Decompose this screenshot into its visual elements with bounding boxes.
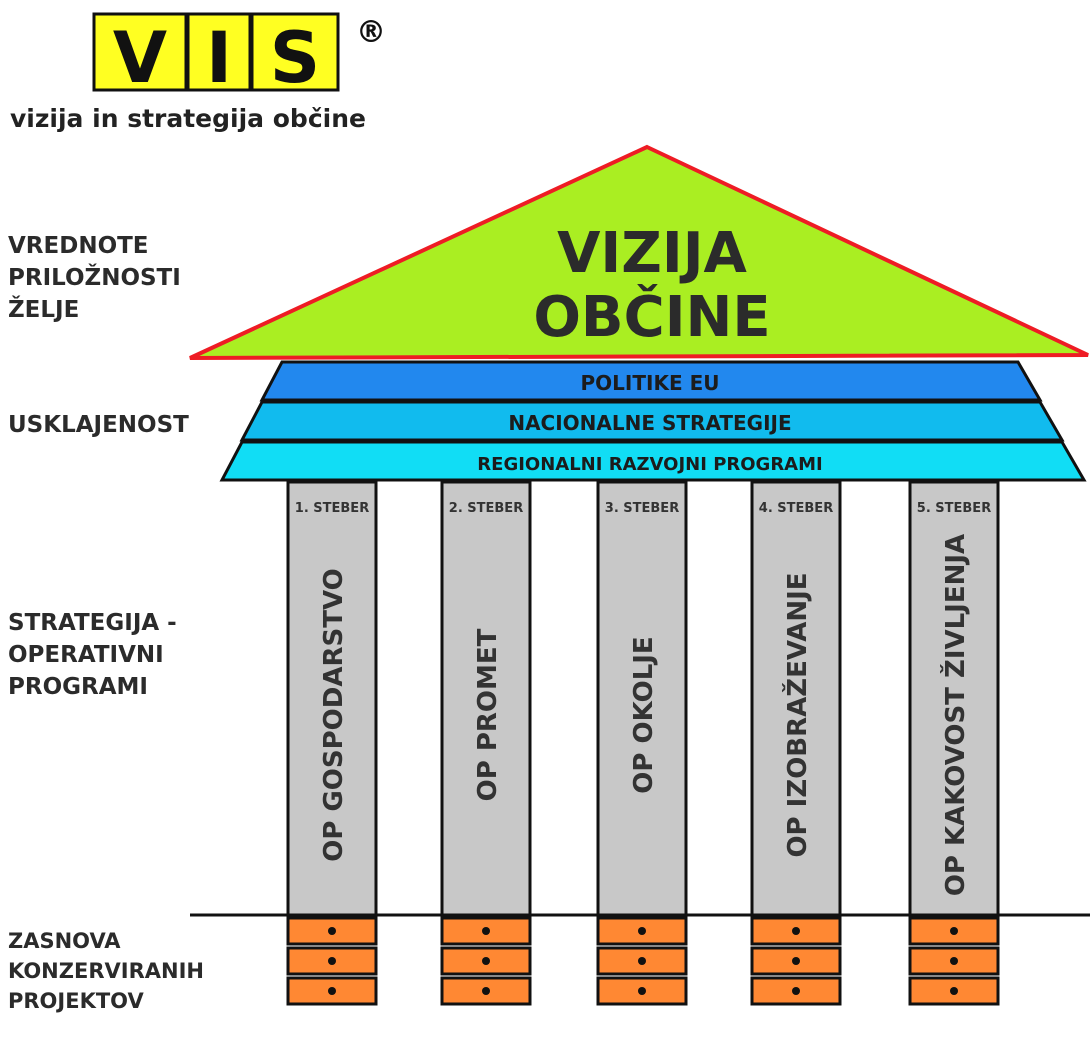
label-strategy-line: STRATEGIJA - xyxy=(8,610,177,636)
registered-mark: ® xyxy=(356,15,386,50)
logo-box-v xyxy=(92,12,188,92)
pillar-number: 4. STEBER xyxy=(759,501,833,516)
logo-letter-s: S xyxy=(270,17,320,99)
alignment-bands: POLITIKE EU NACIONALNE STRATEGIJE REGION… xyxy=(219,360,1087,482)
pillar-body xyxy=(286,480,378,917)
pillar-program-text: OP OKOLJE xyxy=(629,636,659,793)
band-eu-policies-text: POLITIKE EU xyxy=(581,371,720,395)
label-values-line: PRILOŽNOSTI xyxy=(8,263,181,291)
label-foundation-line: PROJEKTOV xyxy=(8,989,144,1013)
pillar-5: 5. STEBER OP KAKOVOST ŽIVLJENJA xyxy=(908,480,1000,917)
foundation-block-dot xyxy=(638,987,646,995)
foundation-block-dot xyxy=(482,927,490,935)
logo-box-i xyxy=(186,12,252,92)
foundation-block-dot xyxy=(328,987,336,995)
label-strategy-line: PROGRAMI xyxy=(8,674,148,700)
label-values-line: VREDNOTE xyxy=(8,233,149,259)
foundation-block-dot xyxy=(792,957,800,965)
band-national-strategies-text: NACIONALNE STRATEGIJE xyxy=(508,411,791,435)
pillar-3: 3. STEBER OP OKOLJE xyxy=(596,480,688,917)
logo-letter-i: I xyxy=(206,17,232,99)
foundation-block-dot xyxy=(950,927,958,935)
label-strategy: STRATEGIJA - OPERATIVNI PROGRAMI xyxy=(8,610,177,700)
pillar-program-text: OP GOSPODARSTVO xyxy=(319,568,349,862)
roof-title-line: VIZIJA xyxy=(557,221,747,286)
foundation-block-dot xyxy=(328,957,336,965)
pillar-number: 5. STEBER xyxy=(917,501,991,516)
pillar-program-text: OP IZOBRAŽEVANJE xyxy=(781,572,813,857)
label-foundation-line: ZASNOVA xyxy=(8,929,121,953)
foundation-block xyxy=(596,946,688,976)
band-eu-policies xyxy=(259,360,1043,402)
foundation-block-dot xyxy=(792,987,800,995)
pillar-body xyxy=(596,480,688,917)
foundation-block-dot xyxy=(950,987,958,995)
label-alignment: USKLAJENOST xyxy=(8,412,189,438)
foundation-block-dot xyxy=(792,927,800,935)
foundation-block-dot xyxy=(482,957,490,965)
foundation-block-dot xyxy=(482,987,490,995)
foundation-block xyxy=(286,976,378,1006)
foundation-block-dot xyxy=(638,927,646,935)
label-foundation: ZASNOVA KONZERVIRANIH PROJEKTOV xyxy=(8,929,204,1013)
pillar-body xyxy=(440,480,532,917)
label-foundation-line: KONZERVIRANIH xyxy=(8,959,204,983)
pillar-number: 3. STEBER xyxy=(605,501,679,516)
pillar-2: 2. STEBER OP PROMET xyxy=(440,480,532,917)
label-values-line: ŽELJE xyxy=(8,295,79,323)
foundation-block-dot xyxy=(328,927,336,935)
logo-tagline: vizija in strategija občine xyxy=(10,104,366,133)
band-regional-programs-text: REGIONALNI RAZVOJNI PROGRAMI xyxy=(477,454,822,475)
label-values: VREDNOTE PRILOŽNOSTI ŽELJE xyxy=(8,233,181,323)
foundation-block xyxy=(908,976,1000,1006)
foundation-block-dot xyxy=(950,957,958,965)
logo-box-s xyxy=(250,12,340,92)
pillar-body xyxy=(908,480,1000,917)
pillar-4: 4. STEBER OP IZOBRAŽEVANJE xyxy=(750,480,842,917)
pillar-number: 1. STEBER xyxy=(295,501,369,516)
pillar-program-text: OP KAKOVOST ŽIVLJENJA xyxy=(939,534,971,896)
foundation-block-dot xyxy=(638,957,646,965)
pillar-1: 1. STEBER OP GOSPODARSTVO xyxy=(286,480,378,917)
pillar-number: 2. STEBER xyxy=(449,501,523,516)
roof-title-line: OBČINE xyxy=(533,285,770,350)
roof-vision: VIZIJA OBČINE xyxy=(189,144,1089,360)
band-regional-programs xyxy=(219,440,1087,482)
pillar-program-text: OP PROMET xyxy=(473,628,503,801)
logo-letter-v: V xyxy=(113,17,167,99)
roof-triangle xyxy=(189,144,1089,360)
foundation-blocks xyxy=(286,916,1000,1006)
band-national-strategies xyxy=(239,400,1065,442)
pillar-body xyxy=(750,480,842,917)
label-strategy-line: OPERATIVNI xyxy=(8,642,164,668)
vis-logo: V I S ® vizija in strategija občine xyxy=(10,12,386,133)
